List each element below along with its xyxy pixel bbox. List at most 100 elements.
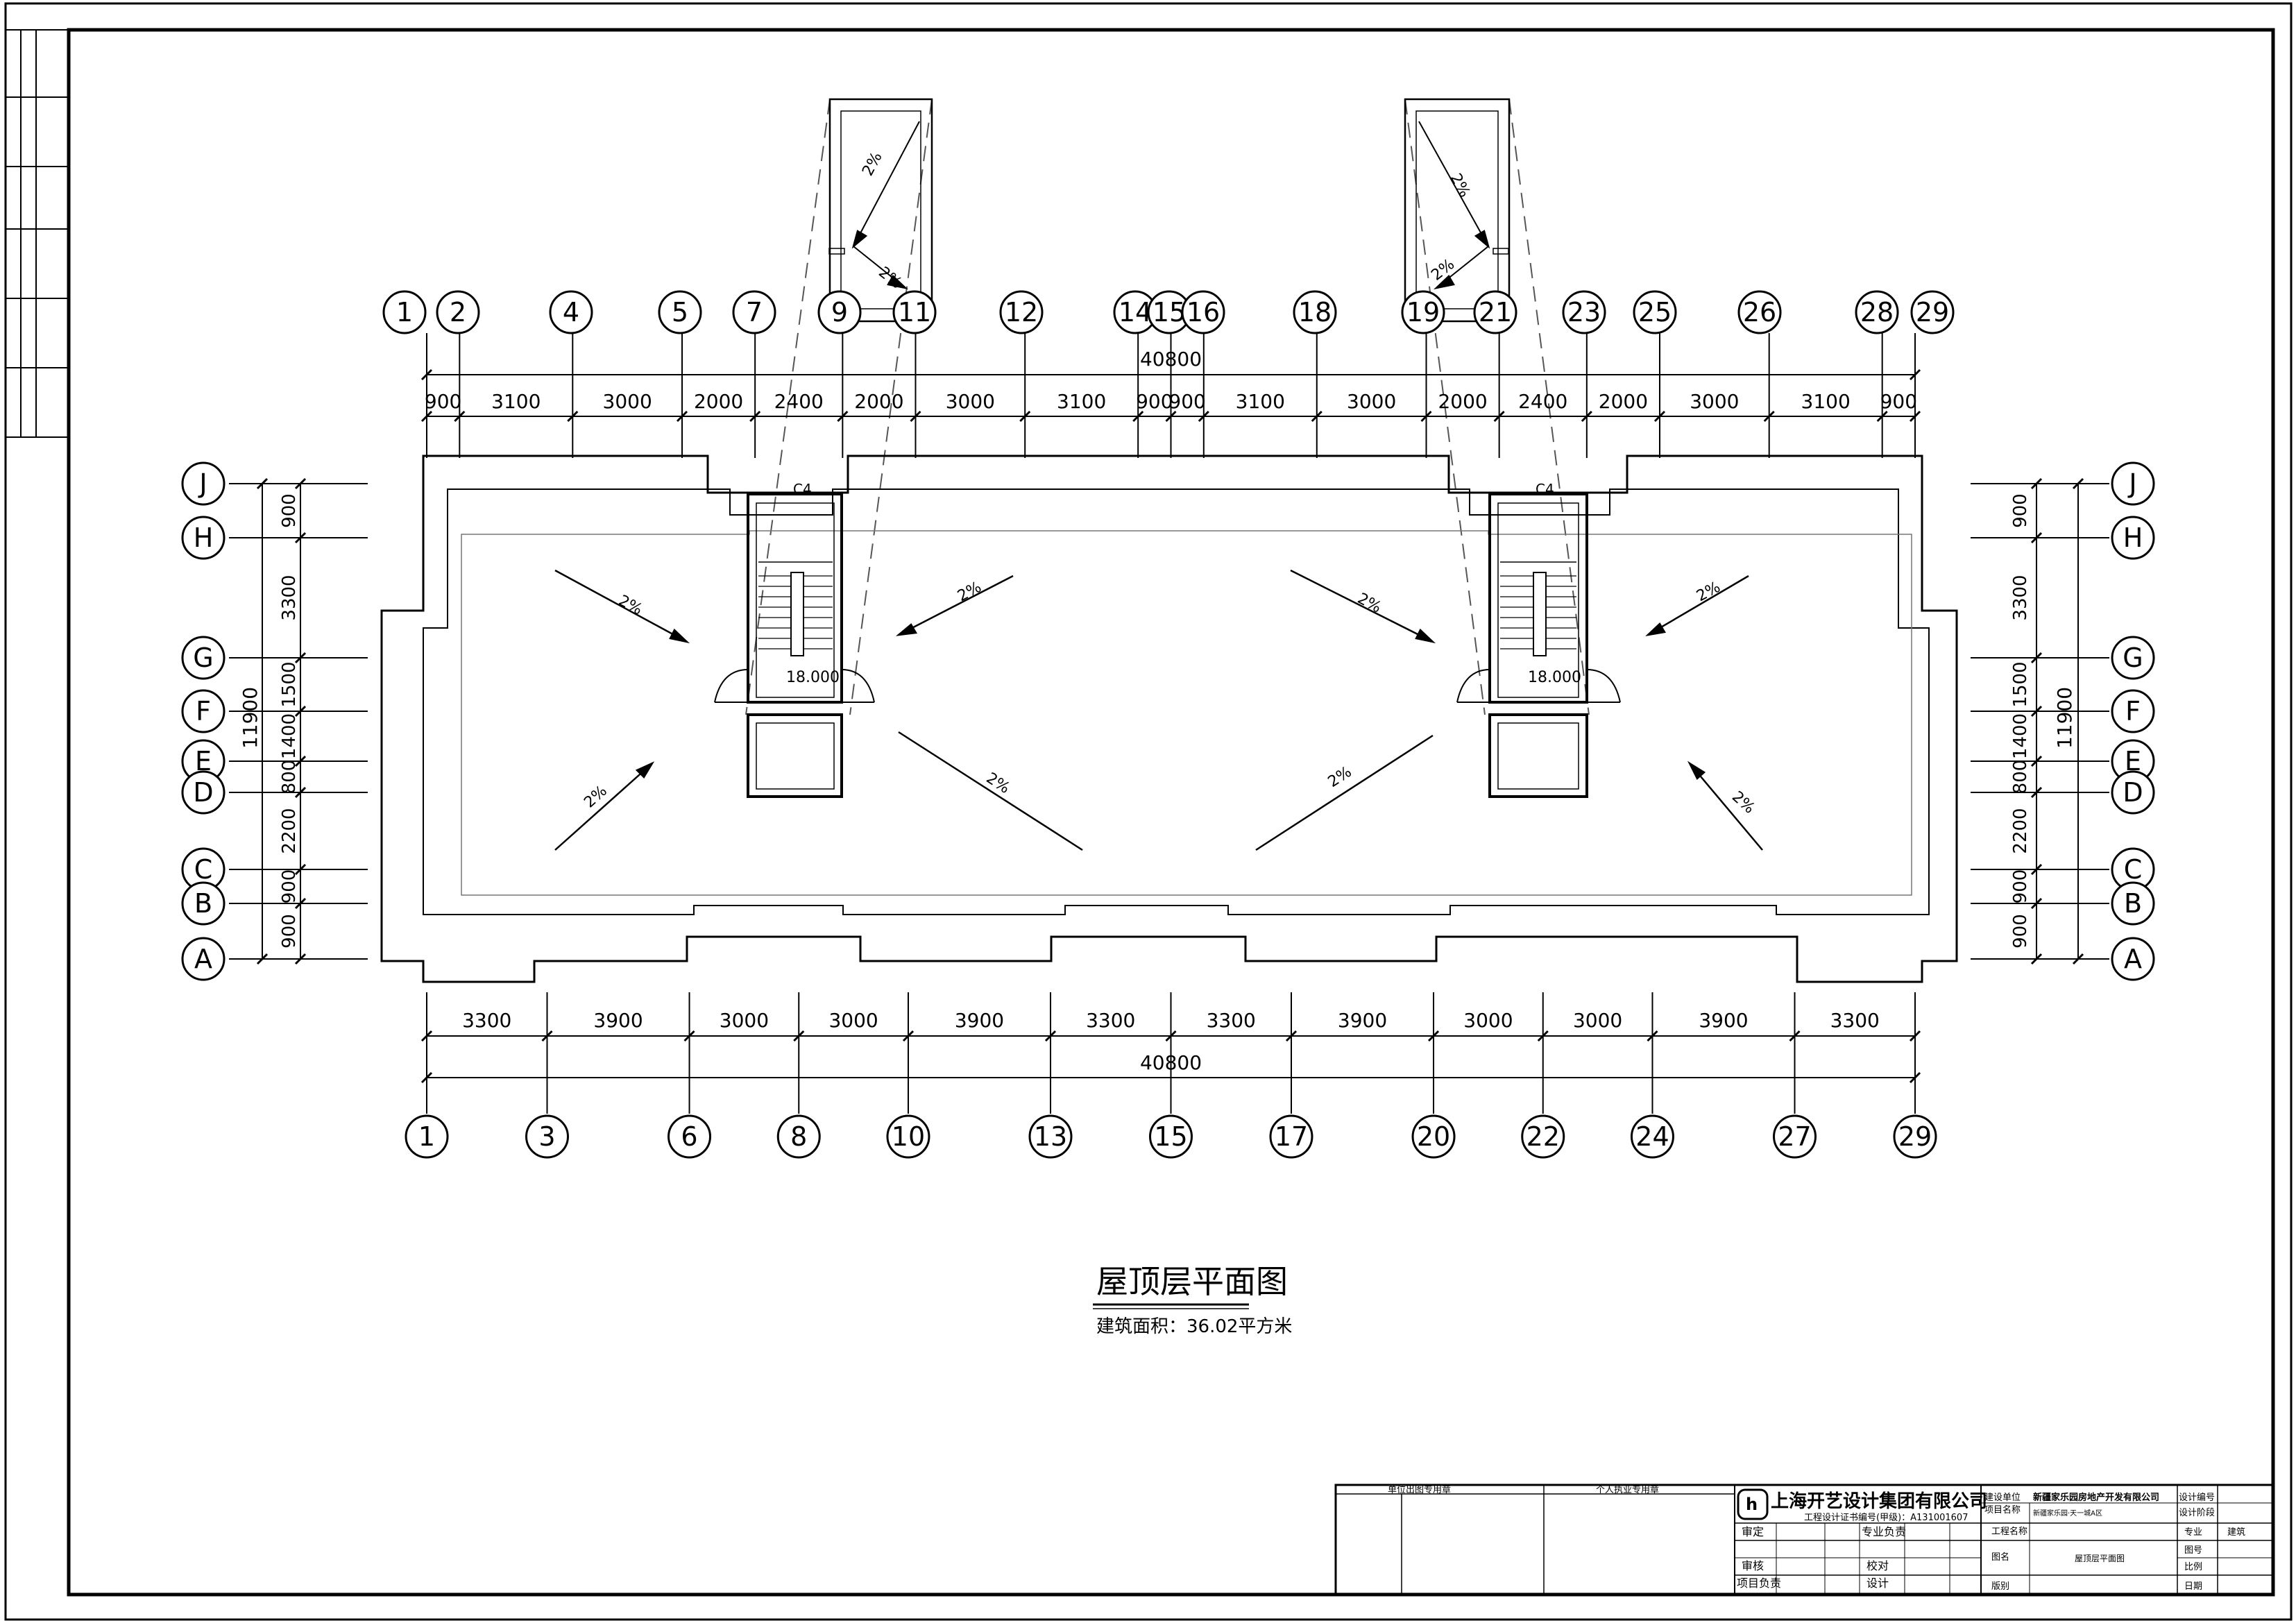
top-dim-text: 900	[1136, 390, 1173, 413]
axis-bubble-bottom-6: 6	[667, 1114, 712, 1159]
side-total-dim: 11900	[239, 687, 262, 749]
svg-text:C: C	[194, 854, 213, 885]
axis-bubble-side-C: C	[181, 847, 226, 892]
side-dim-text: 2200	[2010, 808, 2031, 853]
axis-bubble-top-2: 2	[436, 290, 480, 334]
top-dim-text: 2000	[854, 390, 903, 413]
svg-text:20: 20	[1417, 1121, 1450, 1152]
bottom-dim-text: 3000	[828, 1009, 878, 1032]
axis-bubble-side-G: G	[181, 636, 226, 680]
axis-bubble-top-5: 5	[658, 290, 702, 334]
svg-text:2%: 2%	[1325, 763, 1355, 791]
side-dim-text: 2200	[279, 808, 300, 853]
svg-text:28: 28	[1860, 297, 1894, 328]
bottom-dim-text: 3000	[1463, 1009, 1513, 1032]
top-dim-text: 3000	[1690, 390, 1739, 413]
top-dim-text: 2000	[694, 390, 743, 413]
axis-bubble-bottom-8: 8	[776, 1114, 821, 1159]
company-name: 上海开艺设计集团有限公司	[1771, 1490, 1987, 1512]
svg-text:H: H	[194, 522, 214, 553]
certificate-number: 工程设计证书编号(甲级)：A131001607	[1804, 1513, 1968, 1523]
svg-text:B: B	[194, 888, 212, 919]
side-dim-text: 900	[279, 914, 300, 949]
axis-bubble-top-23: 23	[1562, 290, 1606, 334]
svg-text:项目负责: 项目负责	[1737, 1577, 1781, 1590]
svg-text:8: 8	[790, 1121, 807, 1152]
slope-arrows	[554, 230, 1763, 851]
svg-text:比例: 比例	[2184, 1562, 2202, 1572]
side-dim-text: 800	[279, 760, 300, 794]
axis-bubble-side-A: A	[181, 937, 226, 981]
axis-bubble-top-29: 29	[1910, 290, 1955, 334]
svg-text:C: C	[2124, 854, 2143, 885]
side-dim-text: 1500	[279, 661, 300, 707]
axis-bubble-side-D: D	[2111, 770, 2155, 815]
svg-text:审定: 审定	[1742, 1525, 1764, 1538]
svg-text:日期: 日期	[2184, 1581, 2202, 1592]
svg-text:工程名称: 工程名称	[1991, 1526, 2027, 1537]
top-dim-text: 900	[1880, 390, 1917, 413]
svg-text:14: 14	[1119, 297, 1152, 328]
svg-text:2%: 2%	[581, 783, 611, 812]
svg-text:3: 3	[538, 1121, 555, 1152]
svg-text:29: 29	[1898, 1121, 1932, 1152]
svg-text:2%: 2%	[1694, 579, 1724, 605]
stair-core-left	[714, 493, 875, 798]
bottom-dim-text: 3000	[1573, 1009, 1622, 1032]
slope-labels: 2% 2% 2% 2% 2% 2% 2% 2% 2% 2% 2% 2%	[581, 149, 1758, 817]
svg-text:新疆家乐园房地产开发有限公司: 新疆家乐园房地产开发有限公司	[2033, 1492, 2159, 1503]
svg-text:29: 29	[1916, 297, 1949, 328]
drawing-title: 屋顶层平面图	[1096, 1263, 1288, 1300]
side-dim-text: 800	[2010, 760, 2031, 794]
svg-text:23: 23	[1567, 297, 1601, 328]
title-block-text: 单位出图专用章 个人执业专用章 上海开艺设计集团有限公司 工程设计证书编号(甲级…	[1388, 1484, 2245, 1592]
svg-text:2%: 2%	[859, 149, 885, 179]
roof-outline	[380, 454, 1958, 983]
top-dim-text: 900	[1168, 390, 1205, 413]
svg-text:2: 2	[450, 297, 466, 328]
top-dim-text: 3000	[946, 390, 995, 413]
sheet-inner-frame	[67, 28, 2275, 1597]
svg-text:专业负责: 专业负责	[1862, 1525, 1906, 1538]
svg-text:24: 24	[1635, 1121, 1669, 1152]
svg-text:A: A	[2124, 944, 2142, 974]
bottom-dim-text: 3900	[955, 1009, 1004, 1032]
axis-bubble-bottom-3: 3	[525, 1114, 569, 1159]
side-dim-text: 900	[2010, 869, 2031, 904]
side-dim-text: 3300	[2010, 575, 2031, 620]
svg-text:建设单位: 建设单位	[1984, 1493, 2021, 1503]
top-dim-text: 2400	[774, 390, 824, 413]
axis-bubble-side-F: F	[181, 689, 226, 733]
axis-bubble-bottom-13: 13	[1028, 1114, 1073, 1159]
stair-tag-right: C4	[1536, 481, 1554, 498]
svg-text:A: A	[194, 944, 212, 974]
top-dim-text: 3000	[1347, 390, 1396, 413]
svg-text:2%: 2%	[1447, 171, 1473, 201]
bottom-dim-text: 3900	[593, 1009, 643, 1032]
roof-hatch-right	[1404, 98, 1511, 323]
side-dim-text: 1400	[279, 713, 300, 759]
title-block: h	[1334, 1484, 2274, 1596]
axis-bubble-top-21: 21	[1473, 290, 1517, 334]
svg-text:11: 11	[898, 297, 931, 328]
svg-text:27: 27	[1778, 1121, 1811, 1152]
axis-bubble-top-9: 9	[817, 290, 862, 334]
svg-text:建筑: 建筑	[2227, 1527, 2245, 1538]
svg-text:1: 1	[396, 297, 413, 328]
svg-text:5: 5	[672, 297, 688, 328]
bottom-dim-text: 3900	[1699, 1009, 1748, 1032]
axis-bubble-bottom-22: 22	[1521, 1114, 1565, 1159]
svg-text:h: h	[1746, 1495, 1758, 1514]
top-dim-text: 2400	[1518, 390, 1567, 413]
level-label-right: 18.000	[1528, 669, 1581, 686]
svg-text:18: 18	[1298, 297, 1332, 328]
right-axis-chain: JHGFEDCBA9003300150014008002200900900119…	[1971, 461, 2155, 981]
axis-bubble-bottom-20: 20	[1411, 1114, 1456, 1159]
projection-lines	[745, 99, 1590, 715]
axis-bubble-top-11: 11	[892, 290, 937, 334]
axis-bubble-side-C: C	[2111, 847, 2155, 892]
svg-text:设计: 设计	[1866, 1577, 1889, 1590]
